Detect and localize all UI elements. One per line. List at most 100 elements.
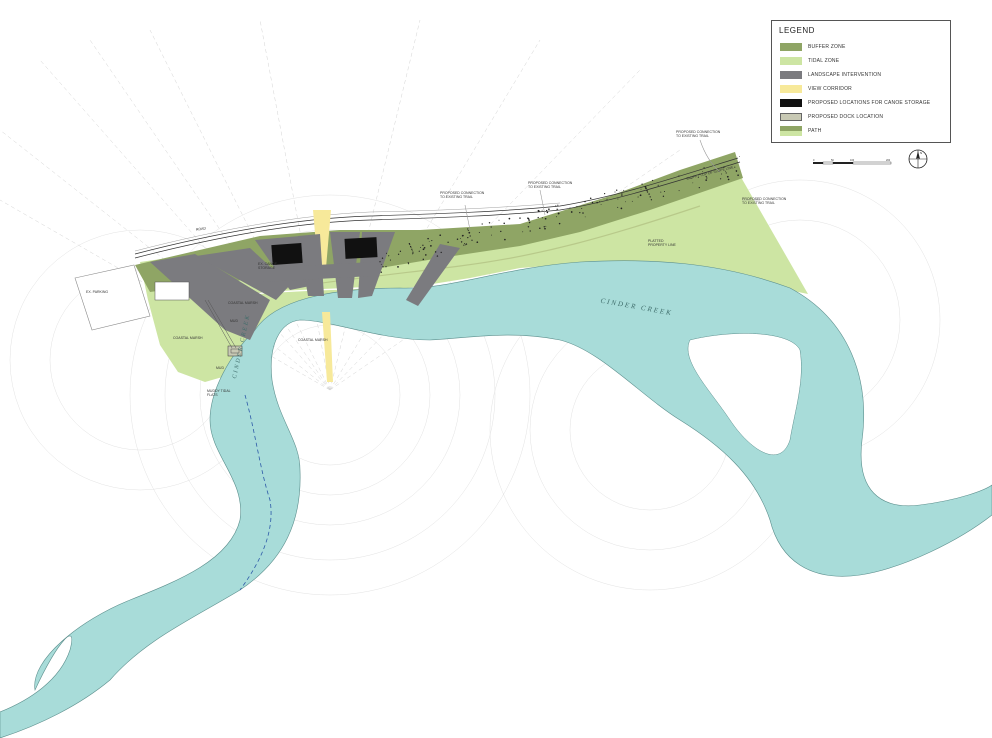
tree-dot [739, 155, 740, 157]
tree-dot [706, 177, 708, 179]
tree-dot [541, 209, 543, 211]
tree-dot [503, 222, 505, 225]
tree-dot [431, 240, 433, 242]
tree-dot [527, 226, 530, 228]
tree-dot [412, 251, 414, 253]
tree-dot [389, 259, 391, 261]
tree-dot [723, 166, 725, 169]
tree-dot [616, 189, 618, 191]
tree-dot [690, 178, 692, 180]
island [687, 333, 802, 456]
label-canoe-storage: EX. CANOE STORAGE [258, 262, 278, 270]
tree-dot [464, 244, 466, 246]
tree-dot [698, 187, 700, 189]
tree-dot [467, 229, 469, 231]
tree-dot [702, 171, 704, 173]
tree-dot [428, 241, 430, 243]
tree-dot [584, 200, 586, 203]
tree-dot [544, 217, 547, 220]
tree-dot [570, 211, 573, 213]
tree-dot [504, 238, 506, 241]
tree-dot [545, 209, 548, 212]
legend-label: PATH [808, 128, 822, 134]
legend-label: PROPOSED LOCATIONS FOR CANOE STORAGE [808, 100, 931, 106]
dock [204, 299, 243, 357]
tree-dot [557, 204, 559, 206]
tree-dot [569, 207, 571, 209]
swatch-view-corridor [780, 85, 802, 93]
tree-dot [699, 173, 701, 175]
tree-dot [548, 208, 550, 210]
tree-dot [623, 189, 625, 191]
tree-dot [721, 173, 723, 175]
legend-item-landscape-intervention: LANDSCAPE INTERVENTION [780, 70, 881, 80]
tree-dot [641, 183, 643, 185]
tree-dot [456, 238, 459, 240]
label-trail-4: PROPOSED CONNECTION TO EXISTING TRAIL [742, 197, 787, 205]
tree-dot [465, 243, 468, 245]
tree-dot [491, 234, 492, 236]
tree-dot [645, 187, 647, 190]
label-coastal-marsh-2: COASTAL MARSH [298, 338, 328, 342]
tree-dot [537, 216, 539, 219]
tree-dot [381, 257, 384, 259]
label-mud-2: MUD [230, 319, 238, 323]
tree-dot [637, 196, 639, 198]
tree-dot [624, 201, 626, 203]
tree-dot [490, 226, 492, 228]
tree-dot [556, 208, 558, 211]
tree-dot [600, 204, 602, 205]
swatch-buffer-zone [780, 43, 802, 51]
tree-dot [703, 167, 705, 169]
tree-dot [488, 222, 491, 224]
legend-label: LANDSCAPE INTERVENTION [808, 72, 882, 78]
swatch-canoe-storage [780, 99, 802, 107]
label-mudflats: MUDDY TIDAL FLATS [207, 389, 231, 397]
tree-dot [385, 252, 388, 254]
legend: LEGEND BUFFER ZONE TIDAL ZONE LANDSCAPE … [771, 20, 951, 143]
tree-dot [558, 212, 560, 215]
cinder-creek-water [0, 260, 992, 738]
tree-dot [478, 231, 480, 234]
tree-dot [604, 193, 606, 195]
tree-dot [558, 222, 561, 225]
channel-line [239, 394, 272, 591]
tree-dot [639, 194, 642, 197]
tree-dot [423, 246, 426, 249]
tree-dot [407, 262, 409, 264]
tree-dot [440, 251, 442, 254]
tree-dot [508, 217, 511, 220]
tree-dot [380, 271, 383, 273]
legend-label: PROPOSED DOCK LOCATION [808, 114, 884, 120]
tree-dot [646, 189, 648, 192]
tree-dot [584, 216, 586, 218]
tree-dot [420, 247, 422, 248]
tree-dot [422, 244, 424, 246]
tree-dot [543, 226, 545, 228]
tree-dot [599, 201, 601, 202]
scale-tick-2: 100 [850, 159, 855, 162]
tree-dot [617, 198, 619, 200]
tree-dot [388, 255, 390, 257]
view-corridor-south [322, 312, 333, 382]
tree-dot [606, 198, 608, 200]
tree-dot [498, 219, 500, 221]
tree-dot [727, 178, 730, 181]
tree-dot [646, 191, 649, 193]
tree-dot [692, 182, 694, 184]
legend-item-view-corridor: VIEW CORRIDOR [780, 84, 852, 94]
tree-dot [736, 170, 738, 172]
label-trail-2: PROPOSED CONNECTION TO EXISTING TRAIL [528, 181, 573, 189]
tree-dot [409, 245, 412, 248]
tree-dot [459, 237, 461, 239]
tree-dot [620, 207, 623, 210]
parking-lot [74, 264, 151, 331]
tree-dot [468, 231, 471, 234]
label-trail-3: PROPOSED CONNECTION TO EXISTING TRAIL [676, 130, 721, 138]
tree-dot [631, 200, 633, 202]
scale-tick-1: 50 [831, 159, 834, 162]
legend-label: BUFFER ZONE [808, 44, 846, 50]
tree-dot [528, 219, 530, 221]
scale-bar: 0 50 100 200 [813, 159, 892, 165]
